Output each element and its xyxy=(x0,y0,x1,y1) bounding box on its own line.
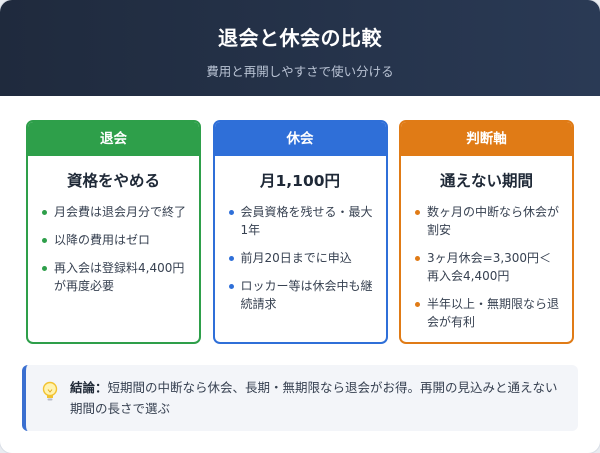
card-suspend: 休会 月1,100円 会員資格を残せる・最大1年 前月20日までに申込 ロッカー… xyxy=(212,120,388,344)
list-item: 半年以上・無期限なら退会が有利 xyxy=(413,295,560,331)
list-item-text: 以降の費用はゼロ xyxy=(54,233,151,247)
bullet-icon xyxy=(42,238,47,243)
bullet-icon xyxy=(42,266,47,271)
conclusion-text: 結論：短期間の中断なら休会、長期・無期限なら退会がお得。再開の見込みと通えない期… xyxy=(70,377,564,419)
list-item-text: 会員資格を残せる・最大1年 xyxy=(240,205,373,237)
list-item: 会員資格を残せる・最大1年 xyxy=(227,203,374,239)
list-item-text: ロッカー等は休会中も継続請求 xyxy=(240,279,373,311)
bullet-icon xyxy=(415,256,420,261)
card-header: 休会 xyxy=(214,122,386,156)
bullet-icon xyxy=(415,210,420,215)
list-item: 前月20日までに申込 xyxy=(227,249,374,267)
lightbulb-icon xyxy=(42,381,58,401)
card-header: 判断軸 xyxy=(401,122,572,156)
list-item-text: 半年以上・無期限なら退会が有利 xyxy=(427,297,560,329)
page-title: 退会と休会の比較 xyxy=(218,26,382,50)
list-item-text: 前月20日までに申込 xyxy=(240,251,352,265)
card-heading: 月1,100円 xyxy=(259,172,341,190)
list-item: 以降の費用はゼロ xyxy=(40,231,187,249)
list-item-text: 月会費は退会月分で終了 xyxy=(54,205,187,219)
card-list: 月会費は退会月分で終了 以降の費用はゼロ 再入会は登録料4,400円が再度必要 xyxy=(28,203,199,295)
list-item: 月会費は退会月分で終了 xyxy=(40,203,187,221)
list-item-text: 数ヶ月の中断なら休会が割安 xyxy=(427,205,560,237)
comparison-cards: 退会 資格をやめる 月会費は退会月分で終了 以降の費用はゼロ 再入会は登録料4,… xyxy=(26,120,574,344)
list-item: 3ヶ月休会=3,300円＜再入会4,400円 xyxy=(413,249,560,285)
card-criteria: 判断軸 通えない期間 数ヶ月の中断なら休会が割安 3ヶ月休会=3,300円＜再入… xyxy=(399,120,574,344)
list-item: ロッカー等は休会中も継続請求 xyxy=(227,277,374,313)
list-item-text: 3ヶ月休会=3,300円＜再入会4,400円 xyxy=(427,251,552,283)
header: 退会と休会の比較 費用と再開しやすさで使い分ける xyxy=(0,0,600,96)
bullet-icon xyxy=(42,210,47,215)
card-header: 退会 xyxy=(28,122,199,156)
page-subtitle: 費用と再開しやすさで使い分ける xyxy=(206,64,394,79)
card-heading: 通えない期間 xyxy=(439,172,533,190)
conclusion-label: 結論： xyxy=(70,380,108,395)
bullet-icon xyxy=(228,256,234,261)
card-list: 数ヶ月の中断なら休会が割安 3ヶ月休会=3,300円＜再入会4,400円 半年以… xyxy=(401,203,572,331)
list-item: 数ヶ月の中断なら休会が割安 xyxy=(413,203,560,239)
conclusion-box: 結論：短期間の中断なら休会、長期・無期限なら退会がお得。再開の見込みと通えない期… xyxy=(22,365,578,431)
list-item-text: 再入会は登録料4,400円が再度必要 xyxy=(54,261,185,293)
card-heading: 資格をやめる xyxy=(66,172,160,190)
bullet-icon xyxy=(415,302,420,307)
bullet-icon xyxy=(228,210,234,215)
conclusion-body: 短期間の中断なら休会、長期・無期限なら退会がお得。再開の見込みと通えない期間の長… xyxy=(70,380,558,416)
card-withdraw: 退会 資格をやめる 月会費は退会月分で終了 以降の費用はゼロ 再入会は登録料4,… xyxy=(26,120,201,344)
card-list: 会員資格を残せる・最大1年 前月20日までに申込 ロッカー等は休会中も継続請求 xyxy=(215,203,386,313)
list-item: 再入会は登録料4,400円が再度必要 xyxy=(40,259,187,295)
bullet-icon xyxy=(228,284,234,289)
